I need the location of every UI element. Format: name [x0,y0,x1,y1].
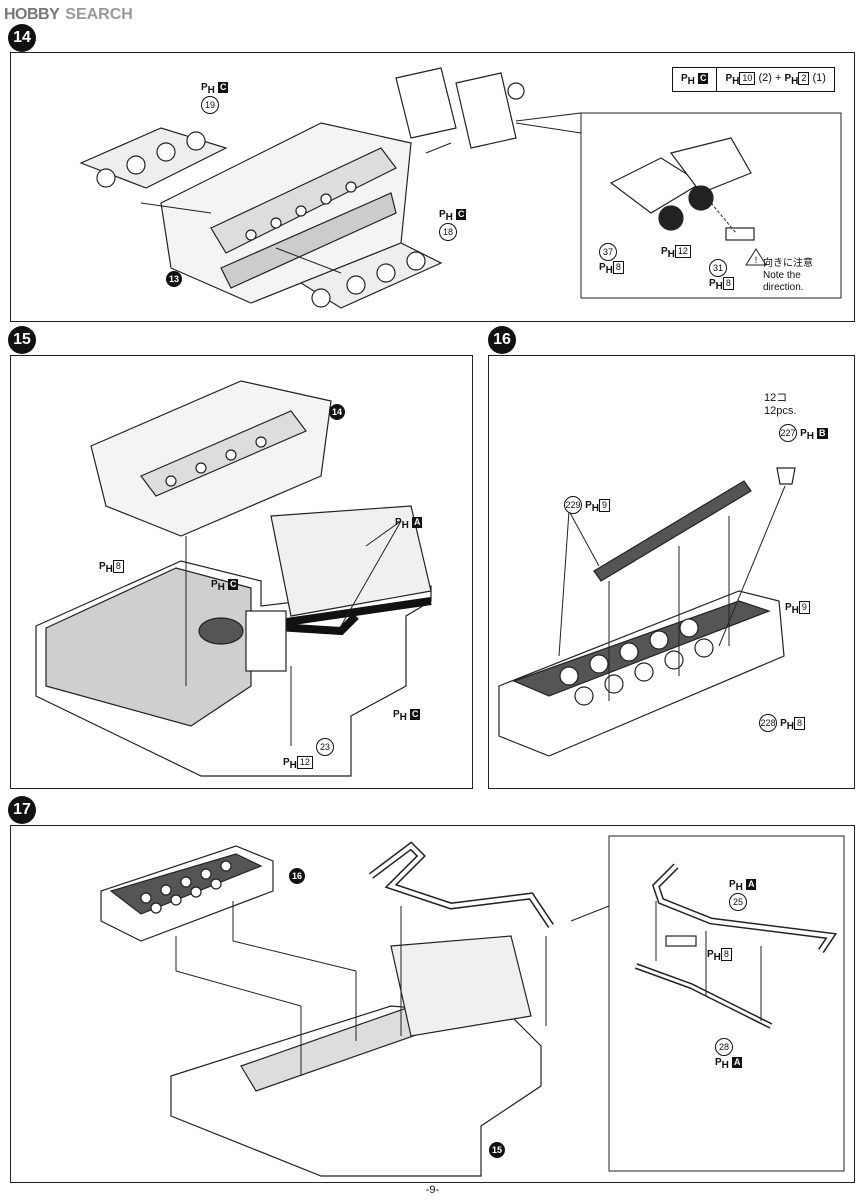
part-19-label: PH C 19 [201,81,229,115]
step-17-illustration [100,835,845,1177]
part-227-label: 227 PH B [779,424,828,442]
step-16-number: 16 [488,326,516,354]
caution-note: 向きに注意 Note the direction. [763,258,813,293]
part-23-label: 23 [316,738,334,756]
inset-sprue-a: PH A 25 [729,878,757,912]
sprue-a-label: PH A [395,517,423,532]
step-16-illustration [498,467,796,757]
step-15-number: 15 [8,326,36,354]
sprue-c-label: PH C [211,579,239,594]
logo-search: SEARCH [65,6,133,23]
ref-step-15: 15 [489,1142,505,1158]
ref-step-13: 13 [166,271,182,287]
step-15-illustration [35,380,432,777]
step-14-number: 14 [8,24,36,52]
logo-hobby: HOBBY [4,6,60,23]
step-14-engine-illustration: ! [79,67,842,309]
page-number: -9- [425,1184,440,1196]
ref-step-16: 16 [289,868,305,884]
inset-part-28: 28 PH A [715,1038,743,1071]
svg-text:!: ! [755,255,758,265]
legend-sprue-c: C [697,73,709,84]
ref-step-14: 14 [329,404,345,420]
step-17-number: 17 [8,796,36,824]
sprue-c2-label: PH C [393,709,421,724]
hobbysearch-logo: HOBBY SEARCH [4,4,133,26]
part-18-label: PH C 18 [439,208,467,242]
